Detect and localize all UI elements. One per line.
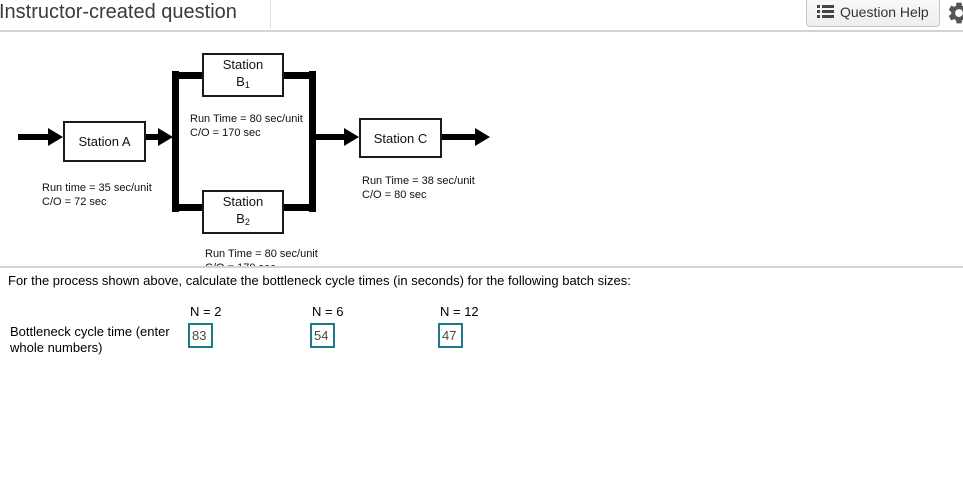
station-a-note: Run time = 35 sec/unit C/O = 72 sec [42, 182, 152, 209]
station-a-out-arrow-shaft [146, 134, 160, 140]
station-a-note-line2: C/O = 72 sec [42, 195, 107, 208]
station-b2-subscript: 2 [244, 217, 250, 227]
question-help-button[interactable]: Question Help [806, 0, 940, 27]
branch-right-rail [309, 71, 316, 212]
process-flow-diagram: Station A Run time = 35 sec/unit C/O = 7… [0, 32, 963, 266]
answer-input-n2[interactable] [188, 323, 213, 348]
station-b2-label-line2: B2 [236, 211, 250, 227]
station-b2-note-line2: C/O = 170 sec [205, 262, 318, 267]
column-header-n6: N = 6 [312, 304, 344, 319]
output-arrow-head [475, 128, 490, 146]
station-b1-box: Station B1 [202, 53, 284, 97]
input-arrow-shaft [18, 134, 50, 140]
station-c-box: Station C [359, 118, 442, 158]
answer-input-n12[interactable] [438, 323, 463, 348]
input-arrow-head [48, 128, 63, 146]
station-a-note-line1: Run time = 35 sec/unit [42, 182, 152, 194]
gear-icon[interactable] [946, 0, 963, 26]
station-c-label: Station C [373, 130, 428, 146]
station-c-note-line2: C/O = 80 sec [362, 188, 427, 201]
branch-note-line2: C/O = 170 sec [190, 126, 261, 139]
branch-left-rail [172, 71, 179, 212]
answer-row-label: Bottleneck cycle time (enter whole numbe… [10, 324, 170, 355]
title-divider [270, 0, 271, 28]
page-title: Instructor-created question [0, 1, 237, 23]
station-b1-label-line1: Station [222, 57, 264, 72]
header: Instructor-created question Question Hel… [0, 0, 963, 30]
branch-note-line1: Run Time = 80 sec/unit [190, 113, 303, 125]
station-b2-label-line1: Station [222, 194, 264, 209]
column-header-n2: N = 2 [190, 304, 222, 319]
station-b1-label-line2: B1 [236, 74, 250, 90]
station-c-note-line1: Run Time = 38 sec/unit [362, 175, 475, 187]
branch-note: Run Time = 80 sec/unit C/O = 170 sec [190, 113, 303, 140]
station-a-box: Station A [63, 121, 146, 162]
station-a-out-arrow-head [158, 128, 173, 146]
list-icon [817, 3, 834, 20]
station-c-note: Run Time = 38 sec/unit C/O = 80 sec [362, 175, 475, 202]
output-arrow-shaft [442, 134, 475, 140]
station-b2-note-line1: Run Time = 80 sec/unit [205, 248, 318, 260]
section-divider [0, 266, 963, 268]
header-bottom-border [0, 30, 963, 32]
station-c-in-arrow-head [344, 128, 359, 146]
station-a-label: Station A [78, 134, 131, 149]
question-prompt: For the process shown above, calculate t… [8, 273, 631, 288]
station-b2-note: Run Time = 80 sec/unit C/O = 170 sec [205, 248, 318, 266]
station-b1-subscript: 1 [244, 80, 250, 90]
column-header-n12: N = 12 [440, 304, 479, 319]
station-c-in-arrow-shaft [316, 134, 344, 140]
station-b2-box: Station B2 [202, 190, 284, 234]
question-help-label: Question Help [840, 3, 929, 20]
answer-input-n6[interactable] [310, 323, 335, 348]
